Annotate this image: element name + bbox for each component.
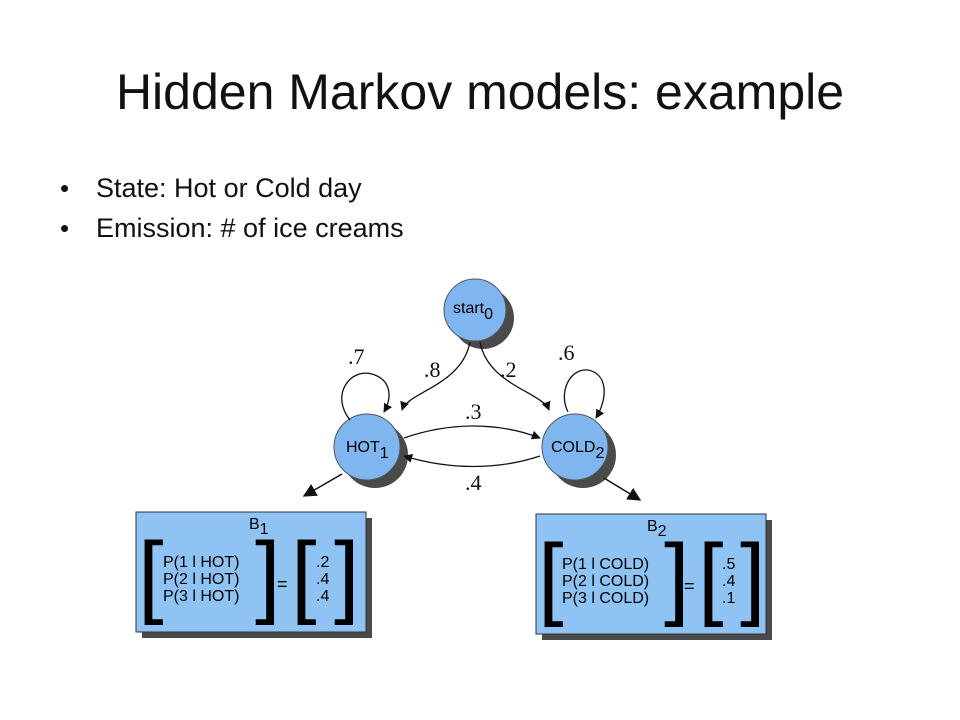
emission-row: P(2 l HOT) xyxy=(163,571,239,588)
emission-value: .4 xyxy=(722,573,735,590)
edge-cold-self xyxy=(563,369,605,419)
bracket-open: [ xyxy=(138,524,164,626)
svg-text:COLD2: COLD2 xyxy=(551,439,604,462)
svg-text:B2: B2 xyxy=(647,518,667,540)
emission-row: P(1 l HOT) xyxy=(163,554,239,571)
node-start: start0 xyxy=(443,278,514,349)
emission-value: .4 xyxy=(316,571,329,588)
bullet-dot: • xyxy=(60,173,70,203)
edge-cold-to-hot xyxy=(403,454,541,468)
edge-start-to-hot xyxy=(400,341,471,411)
emission-box-cold: B2 [ P(1 l COLD) P(2 l COLD) P(3 l COLD)… xyxy=(535,513,772,640)
emission-value: .4 xyxy=(316,588,329,605)
bracket-close: ] xyxy=(740,526,766,628)
edge-hot-emission xyxy=(302,473,343,497)
node-hot-sub: 1 xyxy=(380,445,389,462)
prob-hot-self: .7 xyxy=(348,344,365,369)
slide-title: Hidden Markov models: example xyxy=(115,64,845,120)
edge-cold-emission xyxy=(603,477,642,501)
bracket-close: ] xyxy=(334,524,360,626)
emission-row: P(1 l COLD) xyxy=(562,556,649,573)
emission-value: .2 xyxy=(316,554,329,571)
emission-box-cold-sub: 2 xyxy=(658,523,667,540)
bracket-open: [ xyxy=(698,526,724,628)
emission-box-hot-title: B xyxy=(249,516,260,533)
edge-start-to-cold xyxy=(479,341,551,411)
node-hot-label: HOT xyxy=(346,439,380,456)
node-start-label: start xyxy=(453,300,485,317)
emission-value: .1 xyxy=(722,590,735,607)
bullet-dot: • xyxy=(60,213,70,243)
emission-row: P(3 l COLD) xyxy=(562,590,649,607)
node-start-sub: 0 xyxy=(484,306,493,323)
prob-start-to-hot: .8 xyxy=(424,357,441,382)
emission-value: .5 xyxy=(722,556,735,573)
emission-box-hot: B1 [ P(1 l HOT) P(2 l HOT) P(3 l HOT) ] … xyxy=(135,511,372,638)
bracket-close: ] xyxy=(255,524,281,626)
bullet-item: • State: Hot or Cold day xyxy=(60,168,404,208)
node-cold-sub: 2 xyxy=(595,445,604,462)
emission-box-cold-title: B xyxy=(647,518,658,535)
svg-text:B1: B1 xyxy=(249,516,269,538)
prob-start-to-cold: .2 xyxy=(500,357,517,382)
bullet-text: State: Hot or Cold day xyxy=(96,173,362,203)
bullet-list: • State: Hot or Cold day • Emission: # of … xyxy=(60,168,404,248)
edge-hot-to-cold xyxy=(403,425,541,440)
svg-text:start0: start0 xyxy=(453,300,493,323)
prob-cold-self: .6 xyxy=(558,340,575,365)
equals-sign: = xyxy=(277,574,288,594)
emission-box-hot-sub: 1 xyxy=(260,521,269,538)
node-cold: COLD2 xyxy=(541,413,616,488)
node-hot: HOT1 xyxy=(333,413,408,488)
bracket-close: ] xyxy=(664,526,690,628)
bracket-open: [ xyxy=(291,524,317,626)
bullet-text: Emission: # of ice creams xyxy=(96,213,404,243)
emission-row: P(2 l COLD) xyxy=(562,573,649,590)
bracket-open: [ xyxy=(538,526,564,628)
emission-row: P(3 l HOT) xyxy=(163,588,239,605)
equals-sign: = xyxy=(684,576,695,596)
prob-cold-to-hot: .4 xyxy=(465,470,482,495)
bullet-item: • Emission: # of ice creams xyxy=(60,208,404,248)
edge-hot-self xyxy=(341,372,393,421)
node-cold-label: COLD xyxy=(551,439,595,456)
prob-hot-to-cold: .3 xyxy=(465,399,482,424)
svg-text:HOT1: HOT1 xyxy=(346,439,389,462)
